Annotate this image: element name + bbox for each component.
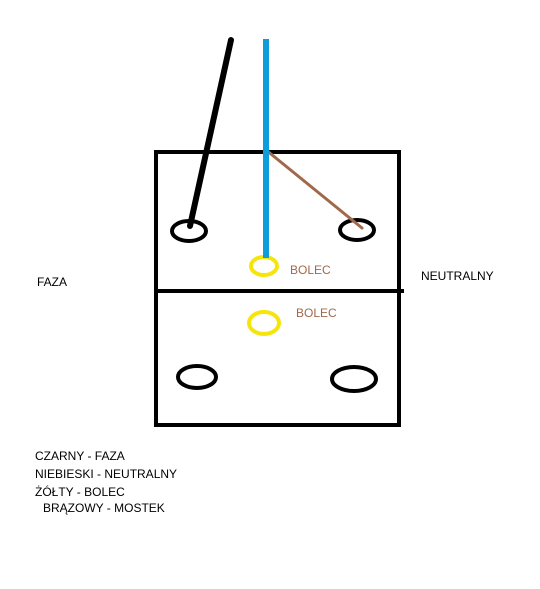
top-earth-pin — [249, 255, 279, 277]
socket-box — [154, 150, 401, 427]
neutral-label: NEUTRALNY — [421, 269, 494, 283]
top-pin-label: BOLEC — [290, 263, 331, 277]
bottom-earth-pin — [247, 310, 281, 336]
top-right-terminal — [338, 218, 376, 242]
brown-bridge-wire — [264, 148, 364, 230]
bottom-right-terminal — [330, 365, 378, 393]
legend-item: CZARNY - FAZA — [35, 449, 125, 463]
bottom-left-terminal — [176, 364, 218, 390]
legend-item: NIEBIESKI - NEUTRALNY — [35, 467, 178, 481]
bottom-pin-label: BOLEC — [296, 306, 337, 320]
legend-item: BRĄZOWY - MOSTEK — [43, 501, 165, 515]
legend-item: ŻÓŁTY - BOLEC — [35, 485, 125, 499]
phase-label: FAZA — [37, 275, 68, 289]
black-phase-wire — [187, 37, 234, 229]
